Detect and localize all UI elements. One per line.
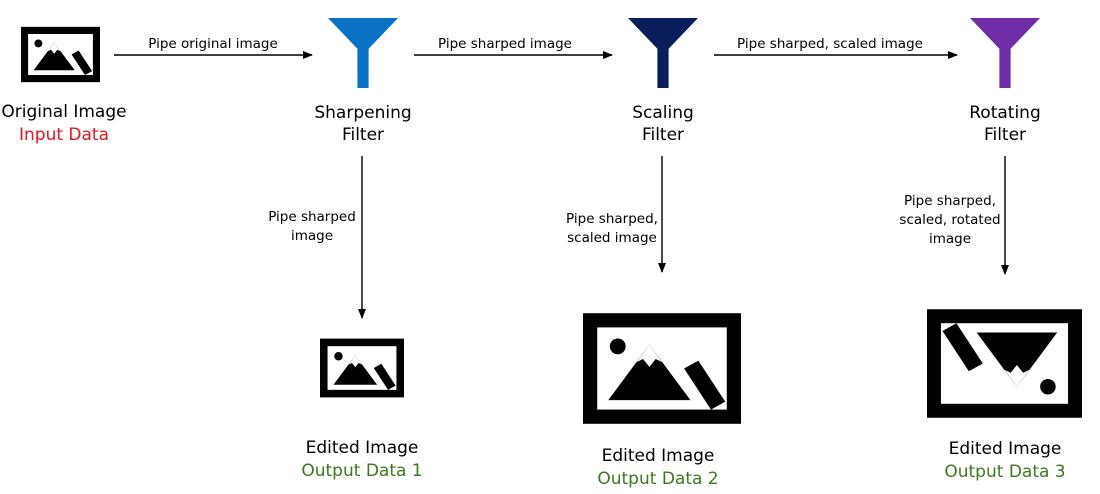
pipe-label-line: scaled, rotated — [899, 212, 1001, 228]
pipe-label-1: Pipe original image — [148, 36, 278, 52]
image-icon — [21, 26, 100, 83]
pipe-label-down-3: Pipe sharped, scaled, rotated image — [890, 192, 1010, 249]
filter-title-line2: Filter — [641, 125, 685, 145]
pipe-label-line: Pipe sharped, — [566, 211, 658, 227]
pipe-label-3: Pipe sharped, scaled image — [737, 36, 923, 52]
source-title: Original Image — [1, 102, 127, 122]
filter-label-sharpening: Sharpening Filter — [302, 102, 424, 146]
funnel-icon — [328, 18, 398, 88]
pipe-label-line: image — [290, 228, 334, 244]
image-icon — [583, 313, 741, 424]
filter-title-line2: Filter — [341, 125, 385, 145]
filter-title-line2: Filter — [983, 125, 1027, 145]
source-subtitle: Input Data — [18, 125, 109, 145]
pipe-label-line: Pipe sharped, — [904, 193, 996, 209]
funnel-icon — [628, 18, 698, 88]
pipe-label-line: scaled image — [567, 230, 657, 246]
output-title-3: Edited Image — [948, 439, 1062, 459]
pipe-label-2: Pipe sharped image — [438, 36, 572, 52]
pipe-label-down-1: Pipe sharped image — [252, 208, 372, 246]
funnel-icon — [970, 18, 1040, 88]
pipe-label-line: image — [928, 231, 972, 247]
filter-label-rotating: Rotating Filter — [944, 102, 1066, 146]
output-title-1: Edited Image — [305, 438, 419, 458]
output-subtitle-1: Output Data 1 — [301, 461, 423, 481]
pipe-label-line: Pipe sharped — [268, 209, 356, 225]
output-title-2: Edited Image — [601, 446, 715, 466]
filter-label-scaling: Scaling Filter — [602, 102, 724, 146]
filter-title-line1: Rotating — [969, 103, 1041, 123]
image-icon — [927, 309, 1082, 418]
filter-title-line1: Sharpening — [314, 103, 412, 123]
image-icon — [320, 338, 404, 398]
filter-title-line1: Scaling — [632, 103, 694, 123]
output-subtitle-3: Output Data 3 — [944, 462, 1066, 482]
pipe-label-down-2: Pipe sharped, scaled image — [552, 210, 672, 248]
output-subtitle-2: Output Data 2 — [597, 469, 719, 489]
